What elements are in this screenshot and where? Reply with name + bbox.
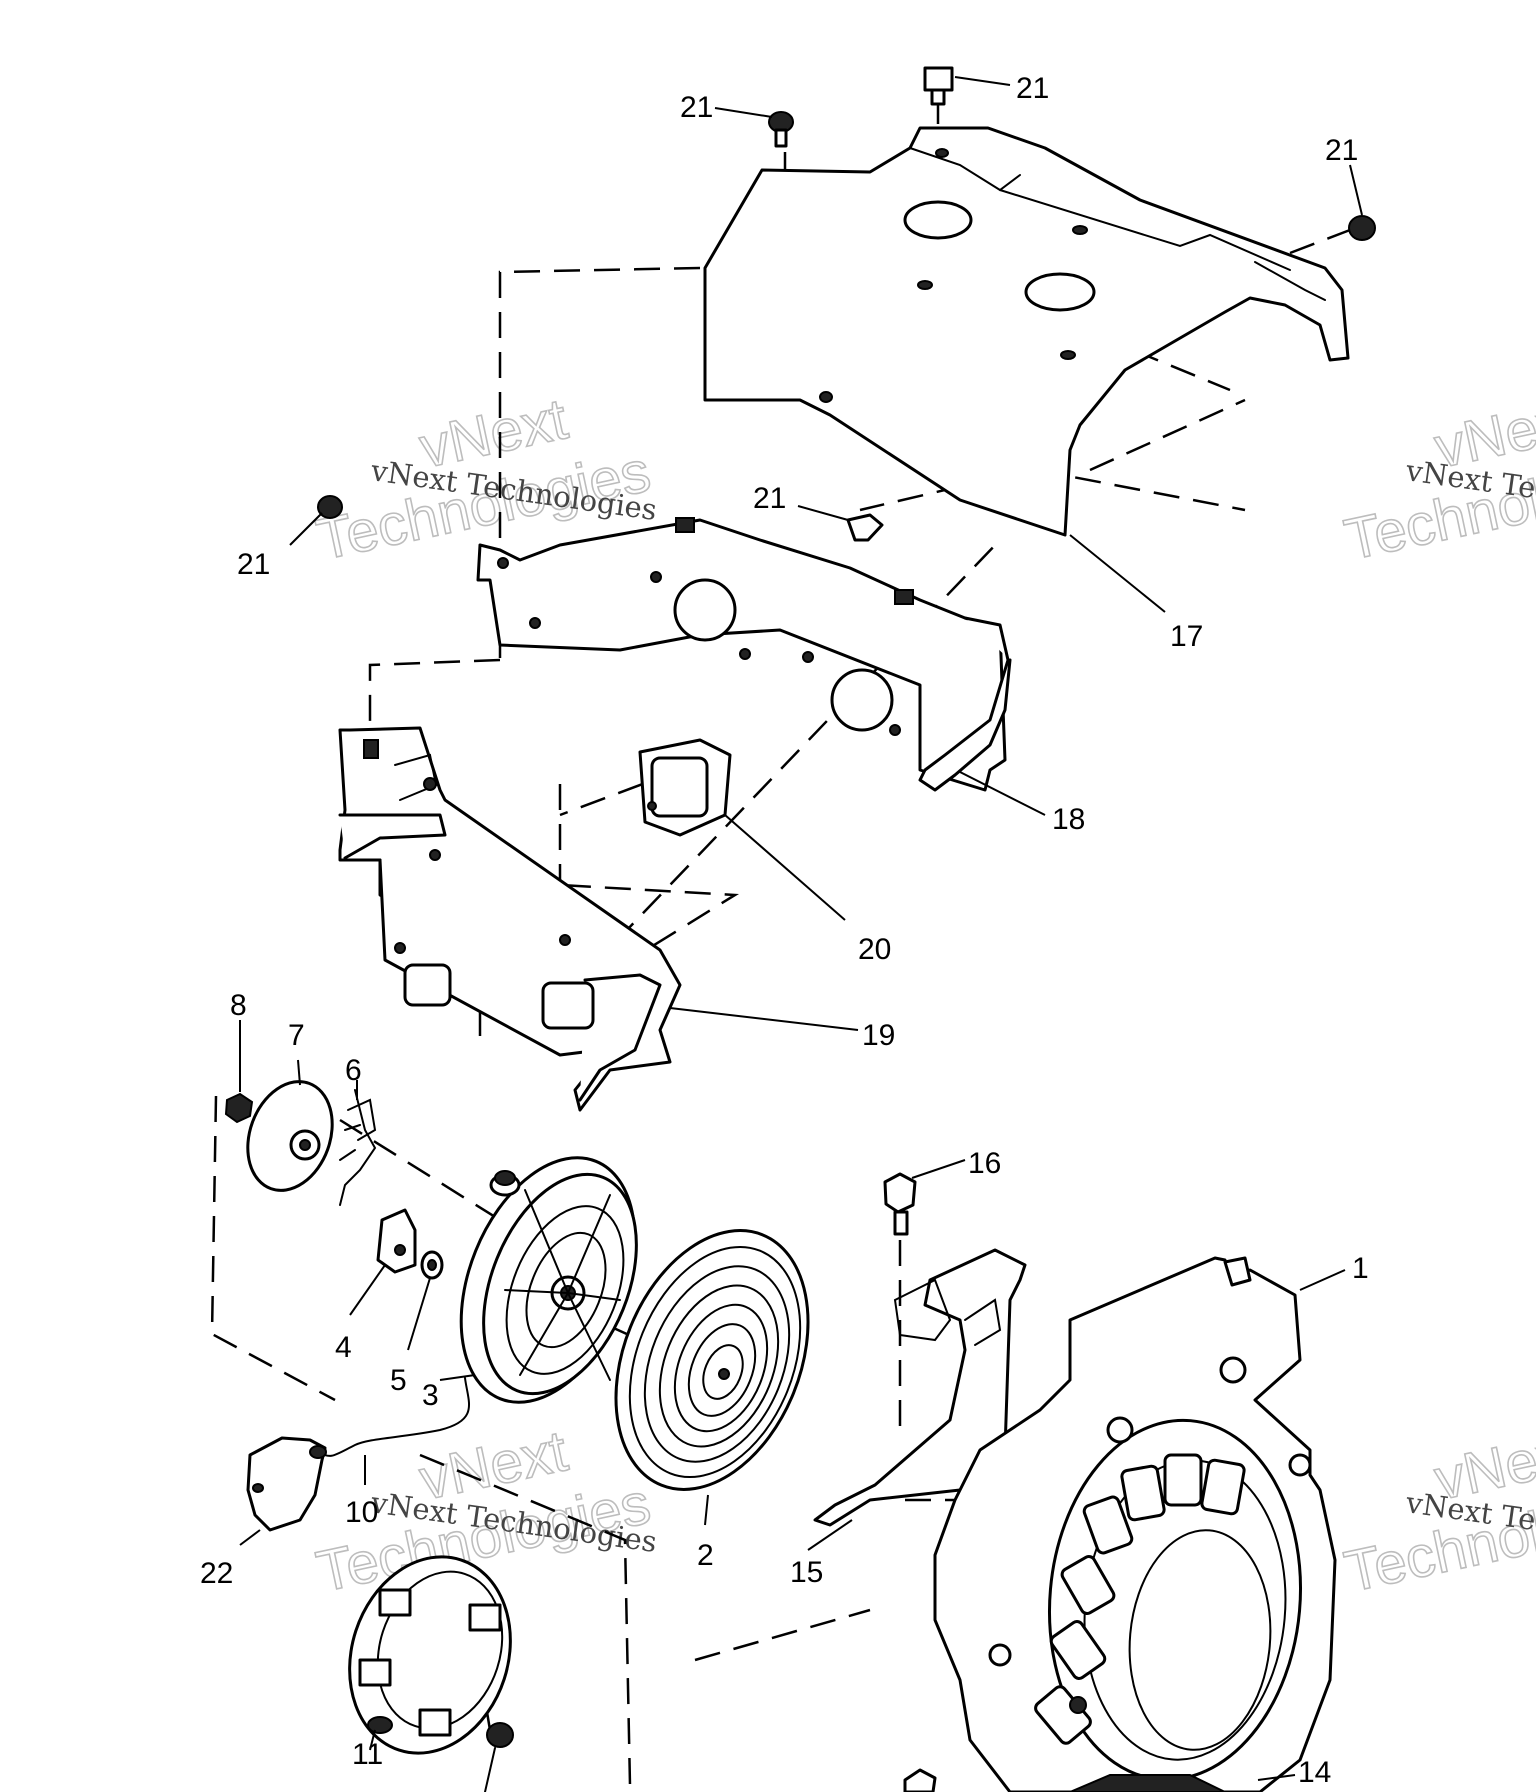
bracket-part-15: [813, 1248, 1027, 1527]
watermark-upper-right: vNext Technologies vNext Technologies: [1338, 386, 1536, 574]
callout-15: 15: [790, 1556, 823, 1589]
callout-21-left: 21: [237, 548, 270, 581]
bolt-part-14: [903, 1768, 1226, 1792]
callout-14: 14: [1298, 1756, 1331, 1789]
watermark-lower-right: vNext Technologies vNext Technologies: [1338, 1418, 1536, 1606]
callout-21-top-left: 21: [680, 91, 713, 124]
callout-4: 4: [335, 1331, 352, 1364]
callout-18: 18: [1052, 803, 1085, 836]
gasket-part-20: [638, 738, 732, 837]
fan-housing-part-1: [933, 1256, 1337, 1792]
callout-21-top-center: 21: [1016, 72, 1049, 105]
callout-labels: 21 21 21 21 21 17 18 20 19 8 7 6 4 5 3 2…: [200, 72, 1369, 1789]
bolt-21-top-right: [1348, 215, 1376, 241]
callout-20: 20: [858, 933, 891, 966]
callout-21-middle: 21: [753, 482, 786, 515]
bolt-21-top-center: [923, 66, 954, 106]
callout-11: 11: [352, 1738, 383, 1771]
bolt-21-middle: [846, 513, 884, 542]
bolt-21-left: [317, 495, 343, 519]
starter-handle-part-22: [246, 1436, 327, 1532]
baffle-plate-part-18: [476, 517, 1012, 792]
starter-cup-part-11: [348, 1555, 512, 1755]
callout-2: 2: [697, 1539, 714, 1572]
spring-clip-part-6: [339, 1089, 377, 1206]
screw-part-12: [484, 1722, 514, 1792]
recoil-spring-part-2: [614, 1229, 810, 1491]
callout-8: 8: [230, 989, 247, 1022]
callout-21-top-right: 21: [1325, 134, 1358, 167]
callout-5: 5: [390, 1364, 407, 1397]
pawl-part-4: [376, 1208, 417, 1274]
callout-17: 17: [1170, 620, 1203, 653]
drive-plate-part-7: [246, 1080, 334, 1192]
top-shroud-part-17: [703, 126, 1350, 537]
callout-7: 7: [288, 1019, 305, 1052]
manifold-bracket-part-19: [338, 726, 682, 1112]
pin-part-5: [420, 1250, 444, 1280]
pulley-part-3: [459, 1156, 638, 1404]
callout-16: 16: [968, 1147, 1001, 1180]
nut-part-8: [224, 1092, 254, 1124]
callout-3: 3: [422, 1379, 439, 1412]
callout-10: 10: [345, 1496, 378, 1529]
callout-19: 19: [862, 1019, 895, 1052]
callout-22: 22: [200, 1557, 233, 1590]
callout-6: 6: [345, 1054, 362, 1087]
starter-rope-part-10: [319, 1377, 471, 1457]
bolt-part-16: [883, 1172, 917, 1236]
leader-lines: [239, 76, 1363, 1781]
callout-1: 1: [1352, 1252, 1369, 1285]
bolt-21-top-left: [768, 111, 794, 148]
